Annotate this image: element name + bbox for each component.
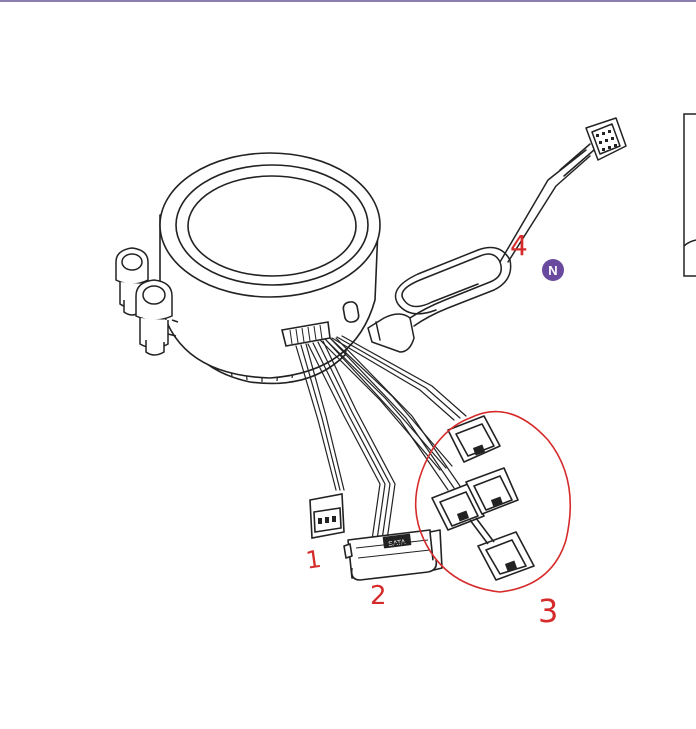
usb-header-plug — [585, 117, 627, 161]
n-badge-text: N — [548, 263, 557, 278]
annotation-label-2: 2 — [370, 581, 387, 611]
cable-usb-header — [367, 117, 627, 353]
annotation-label-1: 1 — [304, 545, 323, 575]
pump-unit — [159, 152, 381, 385]
splitter-middle-right — [465, 467, 519, 515]
annotation-label-4: 4 — [510, 229, 528, 262]
fitting-lower — [135, 279, 179, 356]
splitter-bottom — [477, 531, 535, 581]
connector-2-sata: SATA — [343, 529, 443, 581]
splitter-middle-left — [431, 483, 485, 531]
pump-cap-glass — [187, 175, 357, 277]
usb-port — [342, 301, 360, 323]
connector-1-fan — [309, 493, 345, 539]
annotation-label-3: 3 — [538, 592, 558, 630]
top-border — [0, 0, 696, 2]
connector-3-fan-splitters — [431, 415, 535, 581]
annotation-circle-3 — [414, 410, 572, 593]
n-badge-circle — [542, 259, 564, 281]
n-badge: N — [542, 259, 564, 281]
fitting-upper — [115, 247, 161, 316]
cable-bundle — [295, 335, 467, 541]
right-edge-frame — [683, 113, 696, 277]
splitter-top — [447, 415, 501, 463]
tube-fittings — [115, 247, 179, 356]
